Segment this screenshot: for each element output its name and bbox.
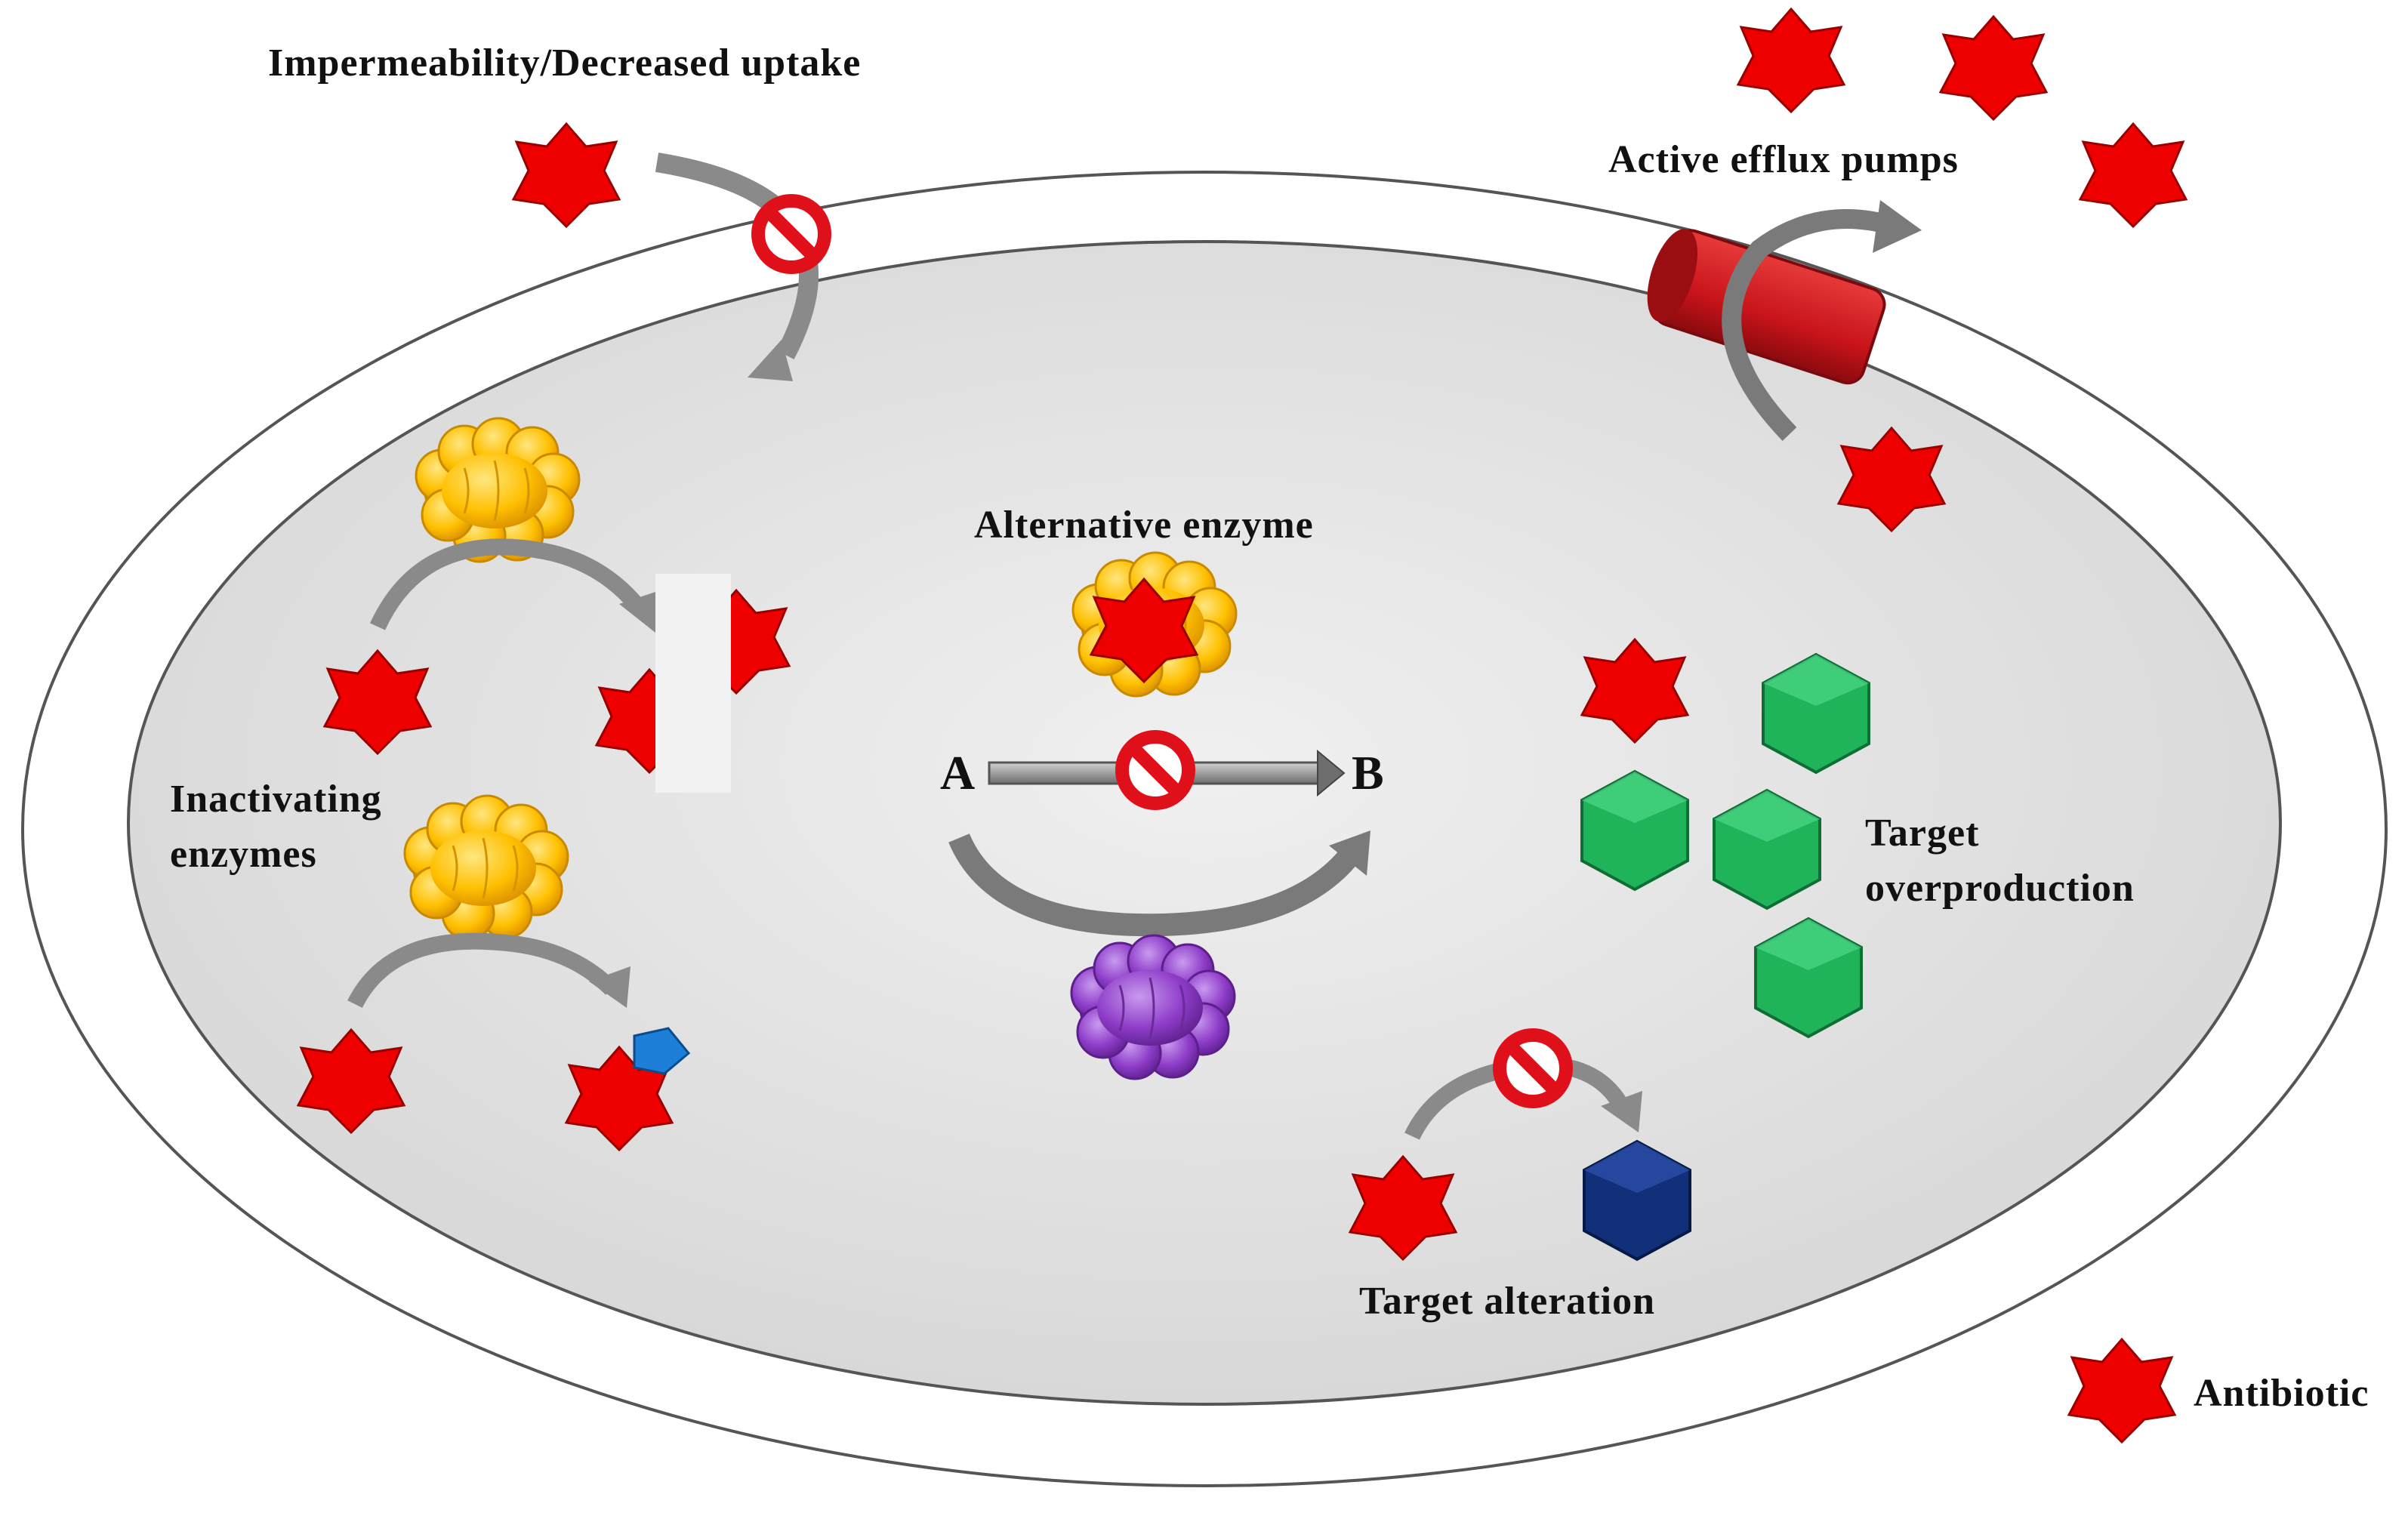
inactivating-label-line1: Inactivating	[170, 778, 382, 821]
alternative-enzyme-section: Alternative enzyme A B	[940, 504, 1385, 1080]
legend-antibiotic-label: Antibiotic	[2194, 1372, 2369, 1415]
modifying-group-icon	[633, 1027, 691, 1075]
impermeability-section: Impermeability/Decreased uptake	[268, 42, 861, 381]
arrow-head-icon	[619, 589, 664, 633]
inactivating-label-line2: enzymes	[170, 833, 317, 876]
antibiotic-star-icon	[1939, 15, 2048, 121]
antibiotic-star-icon	[2079, 122, 2188, 228]
arrow-head-icon	[748, 340, 793, 381]
arrow-head-icon	[1329, 830, 1370, 876]
pathway-end-label: B	[1352, 746, 1385, 800]
pathway-start-label: A	[940, 746, 976, 800]
impermeability-label: Impermeability/Decreased uptake	[268, 42, 861, 85]
efflux-label: Active efflux pumps	[1608, 138, 1959, 181]
reaction-arrow	[347, 932, 618, 1009]
efflux-section: Active efflux pumps	[1608, 8, 2188, 532]
target-overproduction-section: Target overproduction	[1580, 638, 2135, 1038]
target-overproduction-line1: Target	[1865, 812, 1979, 855]
target-overproduction-line2: overproduction	[1865, 867, 2135, 910]
antibiotic-star-icon	[1737, 8, 1845, 113]
arrow-head-icon	[589, 966, 631, 1008]
target-alteration-section: Target alteration	[1349, 1035, 1691, 1323]
efflux-arrow	[1722, 209, 1898, 442]
no-entry-sign-icon	[758, 201, 825, 267]
alternative-enzyme-label: Alternative enzyme	[974, 504, 1314, 547]
efflux-pump	[1647, 229, 1886, 385]
no-sign-icon	[1122, 737, 1189, 803]
reaction-arrow	[370, 538, 649, 630]
bypass-arrow	[948, 833, 1361, 937]
no-sign-icon	[1500, 1035, 1566, 1102]
arrow-head-icon	[1873, 200, 1922, 253]
arrow-head-icon	[1317, 749, 1346, 797]
inactivating-section: Inactivating enzymes	[170, 417, 791, 1151]
legend-antibiotic-star-icon	[2067, 1338, 2176, 1444]
antibiotic-star-icon	[512, 122, 621, 228]
legend: Antibiotic	[2067, 1338, 2369, 1444]
target-alteration-label: Target alteration	[1359, 1280, 1655, 1323]
cleavage-gap	[655, 574, 731, 793]
arrow-head-icon	[1601, 1091, 1642, 1132]
